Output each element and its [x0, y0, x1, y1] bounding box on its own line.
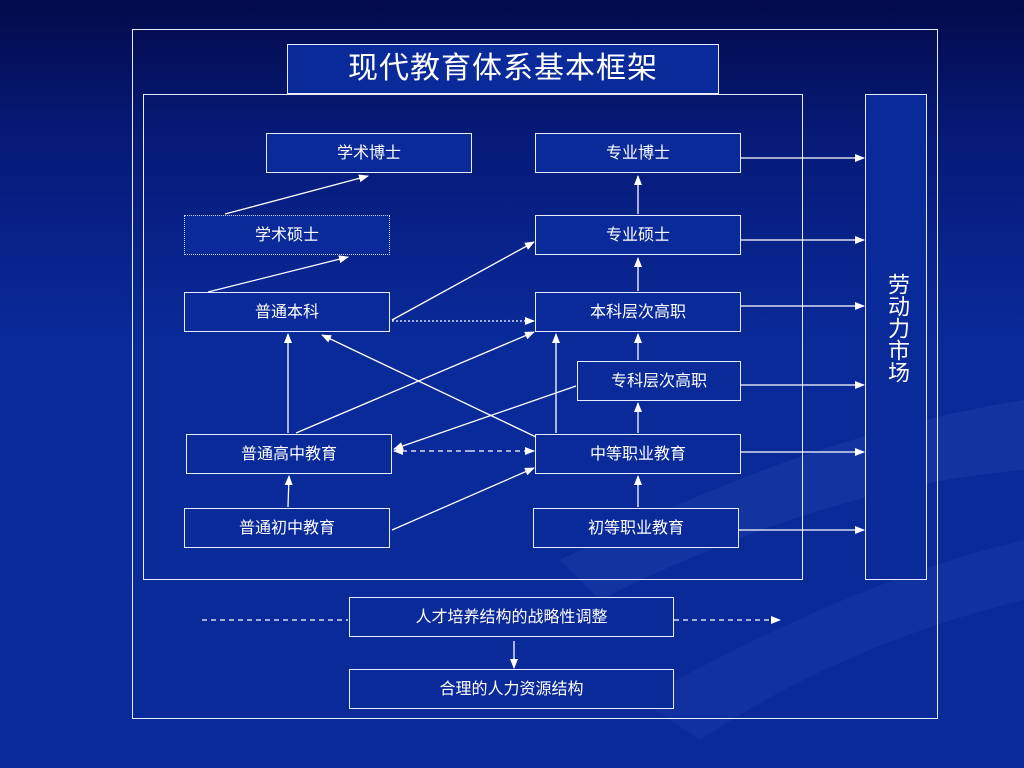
node-academic-master: 学术硕士: [184, 215, 390, 255]
arrow-high-school-to-undergrad-voc: [295, 331, 535, 434]
node-general-junior-high: 普通初中教育: [184, 508, 390, 548]
node-general-undergrad: 普通本科: [184, 292, 390, 332]
node-junior-college-higher-vocational: 专科层次高职: [577, 361, 741, 401]
node-general-high-school: 普通高中教育: [186, 434, 392, 474]
education-system-panel: [143, 94, 803, 580]
node-strategic-adjustment: 人才培养结构的战略性调整: [349, 597, 674, 637]
node-undergrad-higher-vocational: 本科层次高职: [535, 292, 741, 332]
arrow-junior-high-to-high-school: [284, 475, 293, 508]
labor-market-box: 劳动力市场: [865, 94, 927, 580]
node-secondary-vocational: 中等职业教育: [535, 434, 741, 474]
page-title: 现代教育体系基本框架: [287, 44, 719, 94]
node-academic-phd: 学术博士: [266, 133, 472, 173]
node-primary-vocational: 初等职业教育: [533, 508, 739, 548]
node-professional-master: 专业硕士: [535, 215, 741, 255]
node-professional-phd: 专业博士: [535, 133, 741, 173]
labor-market-label: 劳动力市场: [884, 273, 909, 383]
arrow-secondary-voc-to-undergrad: [321, 334, 537, 438]
arrow-junior-high-to-secondary-voc: [391, 467, 535, 531]
arrow-master-to-academic-phd: [224, 174, 369, 215]
arrow-undergrad-to-academic-master: [207, 255, 349, 293]
arrow-undergrad-to-pro-master: [391, 241, 535, 321]
arrow-college-voc-to-high-school: [393, 385, 577, 450]
outer-frame: [132, 29, 938, 719]
node-rational-structure: 合理的人力资源结构: [349, 669, 674, 709]
